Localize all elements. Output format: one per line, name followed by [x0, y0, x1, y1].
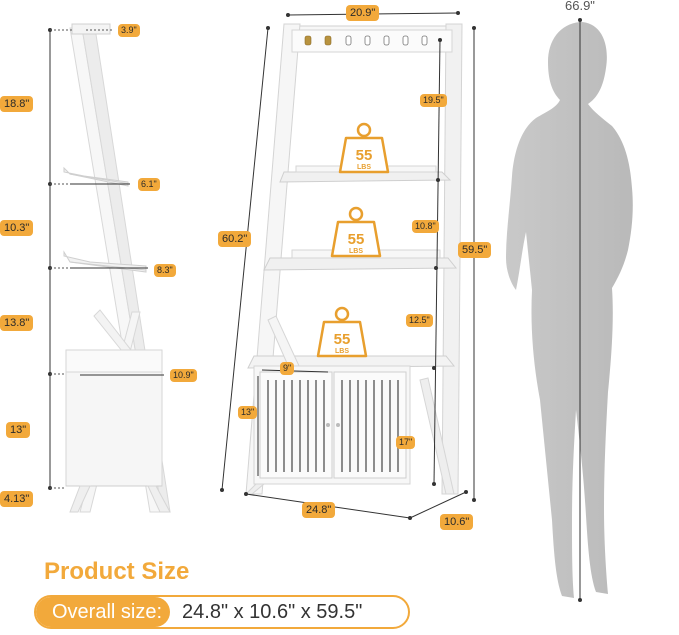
- side-top-depth-tag: 3.9": [118, 24, 140, 37]
- side-seg5-tag: 4.13": [0, 491, 34, 507]
- front-view: 55 LBS 55 LBS 55 LBS: [220, 11, 476, 520]
- side-seg2-tag: 10.3": [0, 220, 34, 236]
- person-silhouette: [506, 18, 633, 602]
- weight-icon-1: [338, 122, 390, 174]
- front-cabinet-height-tag: 17": [396, 436, 416, 449]
- side-seg1-tag: 18.8": [0, 96, 34, 112]
- front-middle-gap-tag: 10.8": [412, 220, 439, 233]
- front-upper-gap-tag: 19.5": [420, 94, 447, 107]
- weight-value-2: 55: [348, 231, 365, 248]
- weight-unit-3: LBS: [335, 348, 349, 355]
- overall-size-pill: Overall size: 24.8" x 10.6" x 59.5": [34, 595, 410, 629]
- overall-size-value: 24.8" x 10.6" x 59.5": [182, 600, 363, 623]
- weight-icon-2: [330, 206, 382, 258]
- side-seg4-tag: 13": [6, 422, 31, 438]
- front-total-length-tag: 60.2": [218, 231, 252, 247]
- front-door-width-tag: 9": [280, 362, 295, 375]
- side-seg3-tag: 13.8": [0, 315, 34, 331]
- weight-unit-1: LBS: [357, 164, 371, 171]
- side-shelf1-depth-tag: 6.1": [138, 178, 160, 191]
- front-top-width-tag: 20.9": [346, 5, 380, 21]
- person-height-label: 66.9": [565, 0, 595, 13]
- front-base-depth-tag: 10.6": [440, 514, 474, 530]
- weight-unit-2: LBS: [349, 248, 363, 255]
- front-lower-gap-tag: 12.5": [406, 314, 433, 327]
- overall-size-label: Overall size:: [36, 597, 171, 627]
- side-shelf2-depth-tag: 8.3": [154, 264, 176, 277]
- front-door-height-tag: 13": [238, 406, 258, 419]
- weight-value-3: 55: [334, 331, 351, 348]
- side-view: [48, 23, 171, 513]
- weight-value-1: 55: [356, 147, 373, 164]
- weight-icon-3: [316, 306, 368, 358]
- product-size-title: Product Size: [44, 558, 190, 585]
- front-overall-height-tag: 59.5": [458, 242, 492, 258]
- side-cabinet-depth-tag: 10.9": [170, 369, 197, 382]
- front-base-width-tag: 24.8": [302, 502, 336, 518]
